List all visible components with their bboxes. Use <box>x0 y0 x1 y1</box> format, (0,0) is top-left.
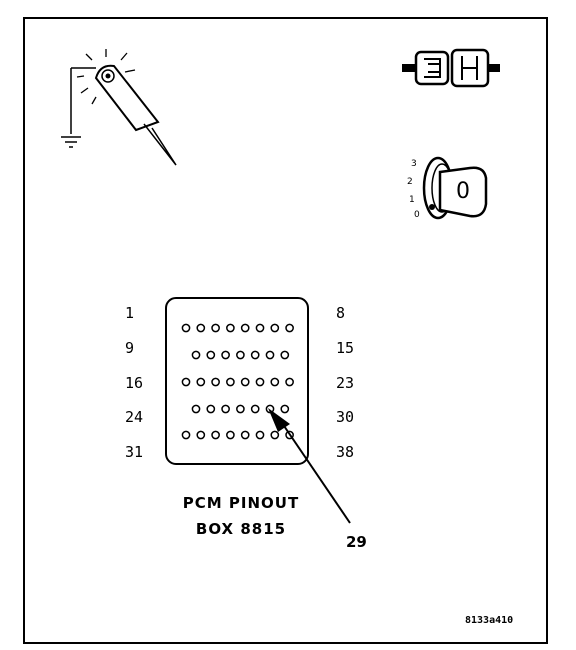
pin-hole-15 <box>280 350 290 360</box>
key-position-1: 1 <box>409 195 415 205</box>
pin-hole-9 <box>191 350 201 360</box>
pin-hole-34 <box>226 430 235 440</box>
key-position-2: 2 <box>407 177 413 187</box>
pin-grid <box>181 323 294 440</box>
pin-label-24: 24 <box>125 408 143 426</box>
pin-label-30: 30 <box>336 408 354 426</box>
pin-hole-4 <box>226 323 235 333</box>
pin-hole-12 <box>236 350 245 360</box>
pin-label-23: 23 <box>336 374 354 392</box>
connector-icon <box>402 48 500 88</box>
pin-hole-7 <box>270 323 280 333</box>
key-position-3: 3 <box>411 159 417 169</box>
pin-hole-30 <box>280 404 290 414</box>
pin-label-15: 15 <box>336 339 354 357</box>
test-light-icon <box>61 49 177 166</box>
diagram-title-line2: BOX 8815 <box>196 520 286 538</box>
pcm-connector-box <box>165 297 309 465</box>
callout-arrow <box>268 408 351 524</box>
ignition-key-icon: 3 2 1 0 0 <box>407 156 488 220</box>
pin-hole-5 <box>240 323 250 333</box>
diagram-title-line1: PCM PINOUT <box>183 494 299 512</box>
pin-hole-18 <box>211 377 220 387</box>
pin-hole-6 <box>255 323 265 333</box>
pin-hole-2 <box>196 323 206 333</box>
pin-hole-1 <box>181 323 191 333</box>
pin-hole-36 <box>255 430 265 440</box>
pin-hole-21 <box>255 377 265 387</box>
pin-hole-22 <box>270 377 280 387</box>
pin-hole-23 <box>285 377 294 387</box>
pin-hole-27 <box>236 404 245 414</box>
pin-hole-32 <box>196 430 206 440</box>
key-position-0: 0 <box>414 210 420 220</box>
pin-hole-10 <box>206 350 216 360</box>
pin-label-31: 31 <box>125 443 143 461</box>
pin-label-16: 16 <box>125 374 143 392</box>
pin-label-9: 9 <box>125 339 134 357</box>
pin-hole-20 <box>240 377 250 387</box>
pin-hole-28 <box>250 404 260 414</box>
pin-hole-13 <box>250 350 260 360</box>
pin-hole-33 <box>211 430 220 440</box>
pin-hole-31 <box>181 430 191 440</box>
figure-id: 8133a410 <box>465 615 513 626</box>
pin-hole-26 <box>221 404 230 414</box>
pin-hole-8 <box>285 323 294 333</box>
pin-hole-16 <box>181 377 191 387</box>
pin-label-1: 1 <box>125 304 134 322</box>
pin-label-38: 38 <box>336 443 354 461</box>
pin-hole-19 <box>226 377 235 387</box>
callout-label: 29 <box>346 533 367 551</box>
key-symbol: 0 <box>456 179 470 204</box>
pin-hole-25 <box>206 404 216 414</box>
pin-hole-14 <box>265 350 275 360</box>
pin-label-8: 8 <box>336 304 345 322</box>
pin-hole-11 <box>221 350 230 360</box>
pin-hole-24 <box>191 404 201 414</box>
pin-hole-37 <box>270 430 280 440</box>
pin-hole-35 <box>240 430 250 440</box>
pin-hole-17 <box>196 377 206 387</box>
pin-hole-3 <box>211 323 220 333</box>
